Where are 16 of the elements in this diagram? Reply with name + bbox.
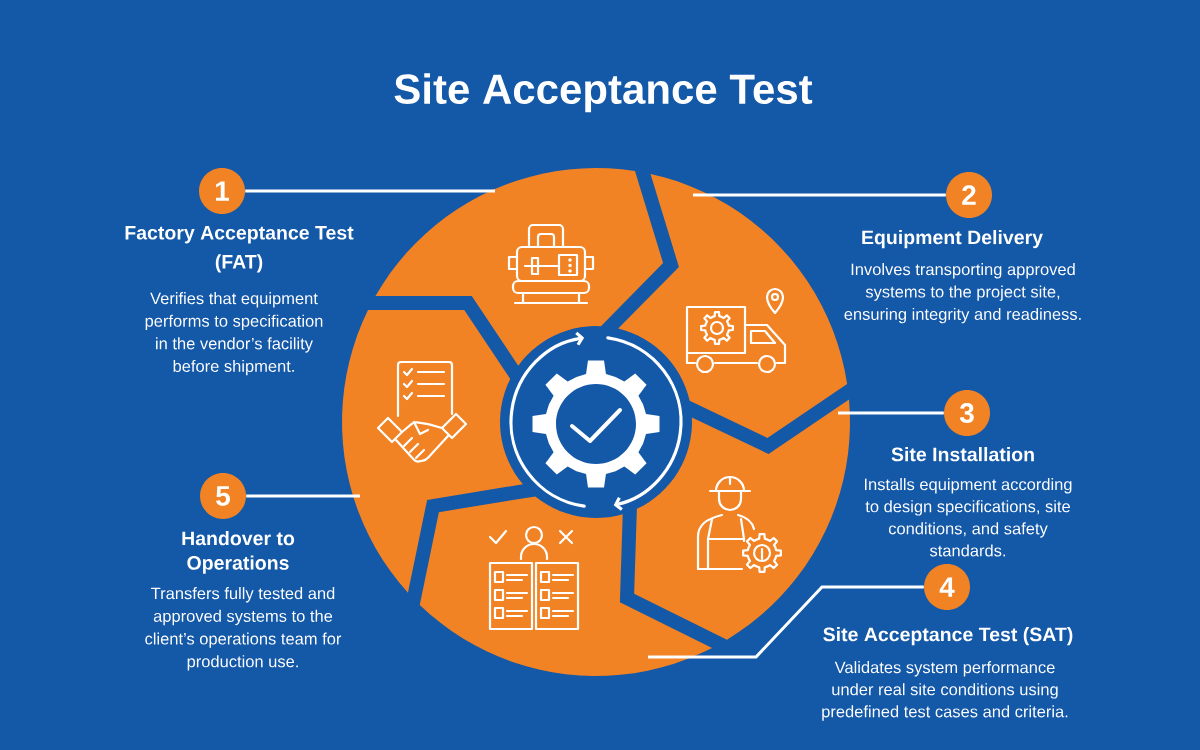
step-title: Factory Acceptance Test (FAT) xyxy=(125,226,354,273)
step-description: Validates system performance under real site conditions using predefined test cases and criteria. xyxy=(822,661,1068,721)
title: Site Acceptance Test xyxy=(394,73,813,113)
step-description: Transfers fully tested and approved systems to the client’s operations team for production use. xyxy=(145,587,342,671)
step-description: Involves transporting approved systems to the project site, ensuring integrity and readiness. xyxy=(844,263,1081,324)
step-description: Installs equipment according to design specifications, site conditions, and safety standards. xyxy=(864,478,1072,557)
step-title: Equipment Delivery xyxy=(862,230,1043,249)
step-title: Site Acceptance Test (SAT) xyxy=(823,627,1073,646)
leader-line xyxy=(648,585,924,659)
step-title: Site Installation xyxy=(891,447,1034,462)
leader-line xyxy=(246,494,360,498)
leader-line xyxy=(693,193,946,197)
step-description: Verifies that equipment performs to specification in the vendor’s facility before shipment. xyxy=(145,292,323,376)
leader-line xyxy=(245,189,495,193)
step-title: Handover to Operations xyxy=(182,531,295,574)
leader-line xyxy=(838,411,944,415)
